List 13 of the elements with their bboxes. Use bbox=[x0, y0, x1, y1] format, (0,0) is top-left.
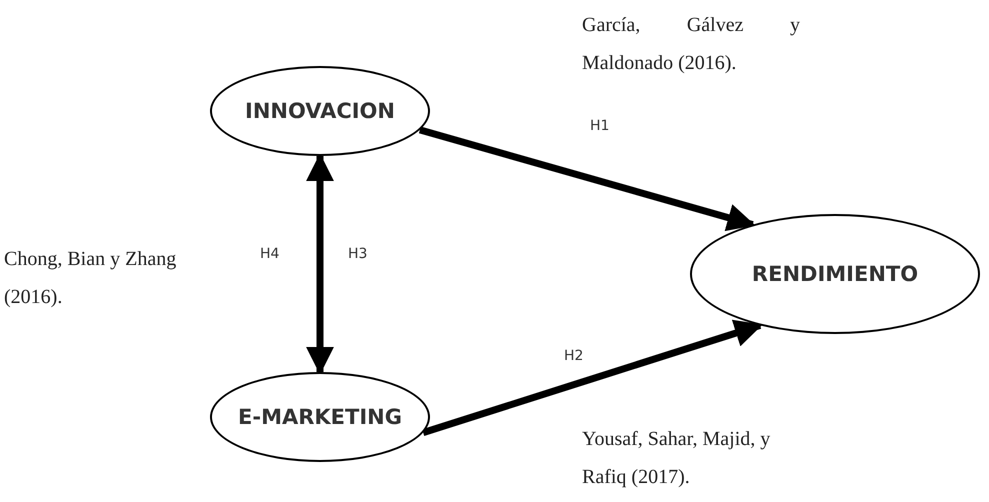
edge-label: H1 bbox=[590, 118, 610, 134]
hypothesis-label: H4 bbox=[260, 246, 280, 262]
citation-text: Yousaf, Sahar, Majid, y Rafiq (2017). bbox=[582, 427, 772, 490]
node-label: INNOVACION bbox=[245, 99, 395, 123]
edge-label: H2 bbox=[564, 348, 584, 364]
node-label: RENDIMIENTO bbox=[752, 262, 918, 286]
citation-text: García, Gálvez y Maldonado (2016). bbox=[582, 13, 800, 76]
citation-text: Chong, Bian y Zhang (2016). bbox=[4, 247, 178, 310]
node-label: E-MARKETING bbox=[238, 405, 402, 429]
arrow bbox=[422, 320, 763, 436]
edge-label: H3 bbox=[348, 246, 368, 262]
arrow bbox=[306, 153, 334, 375]
arrow bbox=[418, 126, 756, 232]
